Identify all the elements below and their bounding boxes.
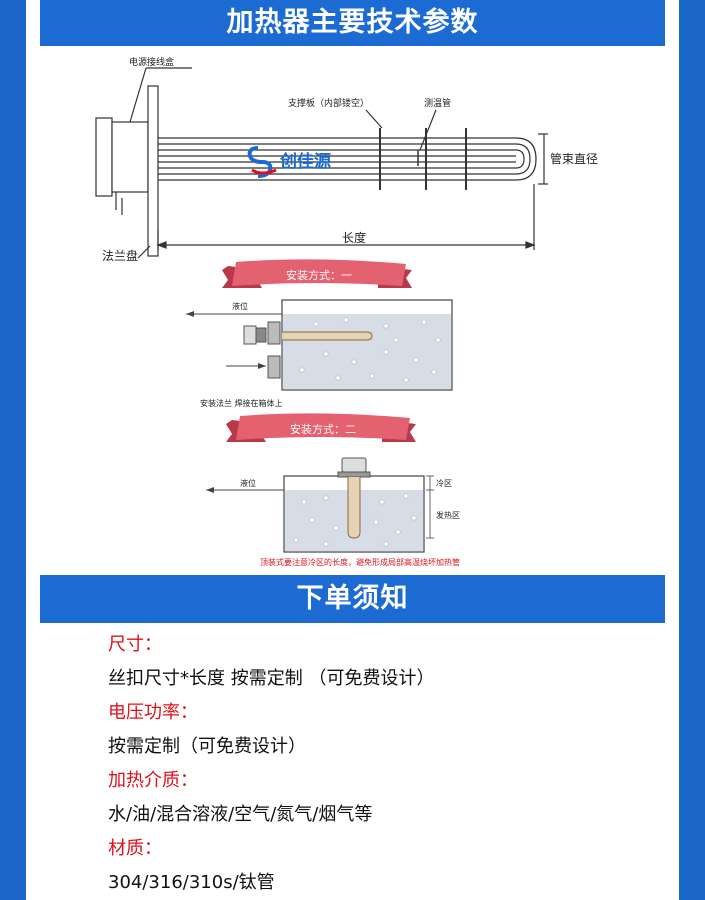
- order-banner: 下单须知: [40, 575, 665, 623]
- right-border: [679, 0, 705, 900]
- label-length: 长度: [342, 230, 366, 245]
- ribbon-install-1-text: 安装方式：一: [286, 268, 352, 282]
- label-bundle-diameter: 管束直径: [550, 151, 598, 166]
- material-label: 材质：: [108, 838, 162, 859]
- size-label: 尺寸：: [108, 634, 162, 655]
- ribbon-install-1: 安装方式：一: [222, 259, 412, 288]
- tank-1-flange: [267, 321, 281, 345]
- tank-install-2: 液位 冷区 发热区 顶装式要注意冷区的长度，避免形成局部高温烧坏加热管: [206, 457, 460, 567]
- page-content: 加热器主要技术参数: [26, 0, 679, 900]
- label-junction-box: 电源接线盒: [129, 56, 174, 68]
- ribbon-install-2-text: 安装方式：二: [290, 422, 356, 436]
- header-banner: 加热器主要技术参数: [40, 0, 665, 46]
- junction-box: [111, 121, 149, 193]
- label-cold-zone: 冷区: [436, 478, 452, 488]
- tank-1-flange-2: [267, 355, 281, 379]
- voltage-power-value: 按需定制（可免费设计）: [108, 736, 306, 757]
- tank-1-caption: 安装法兰 焊接在箱体上: [200, 398, 283, 408]
- header-title: 加热器主要技术参数: [226, 7, 479, 38]
- logo-swoosh: [251, 168, 277, 175]
- heater-diagram: 创佳源 电源接线盒 支撑板（内部镂空） 测温管 管束直径 法兰盘 长度 安装方式…: [95, 56, 598, 567]
- label-thermo-tube: 测温管: [424, 97, 451, 109]
- heating-medium-value: 水/油/混合溶液/空气/氮气/烟气等: [108, 804, 373, 825]
- heating-medium-label: 加热介质：: [108, 770, 198, 791]
- flange: [147, 85, 159, 257]
- tank-install-1: 液位 安装法兰 焊接在箱体上: [186, 299, 453, 408]
- tube-bundle: [158, 137, 537, 181]
- tank-1-liquid-label: 液位: [232, 301, 248, 311]
- tank-2-flange: [337, 471, 371, 478]
- tank-2-warning: 顶装式要注意冷区的长度，避免形成局部高温烧坏加热管: [260, 557, 460, 567]
- label-support-plate: 支撑板（内部镂空）: [288, 97, 369, 109]
- tank-1-bubbles: [299, 317, 441, 383]
- order-notes: 尺寸： 丝扣尺寸*长度 按需定制 （可免费设计） 电压功率： 按需定制（可免费设…: [108, 630, 659, 900]
- material-value: 304/316/310s/钛管: [108, 872, 275, 893]
- size-value: 丝扣尺寸*长度 按需定制 （可免费设计）: [108, 668, 435, 689]
- order-title: 下单须知: [296, 583, 409, 614]
- logo-text: 创佳源: [279, 151, 331, 172]
- brand-logo: 创佳源: [247, 146, 331, 178]
- tank-2-heater-head: [341, 457, 367, 473]
- label-flange: 法兰盘: [102, 248, 138, 263]
- voltage-power-label: 电压功率：: [108, 702, 198, 723]
- tank-1-liquid: [283, 314, 451, 389]
- heater-schematic: [95, 67, 548, 259]
- left-border: [0, 0, 26, 900]
- tank-1-heater-head: [243, 325, 257, 345]
- tank-2-bubbles: [293, 493, 417, 547]
- tank-2-heater-tube: [347, 477, 361, 539]
- tank-2-liquid-label: 液位: [240, 478, 256, 488]
- tank-1-heater-tube: [282, 331, 373, 341]
- junction-box-cover: [95, 117, 113, 197]
- ribbon-install-2: 安装方式：二: [226, 413, 416, 442]
- label-heat-zone: 发热区: [436, 510, 460, 520]
